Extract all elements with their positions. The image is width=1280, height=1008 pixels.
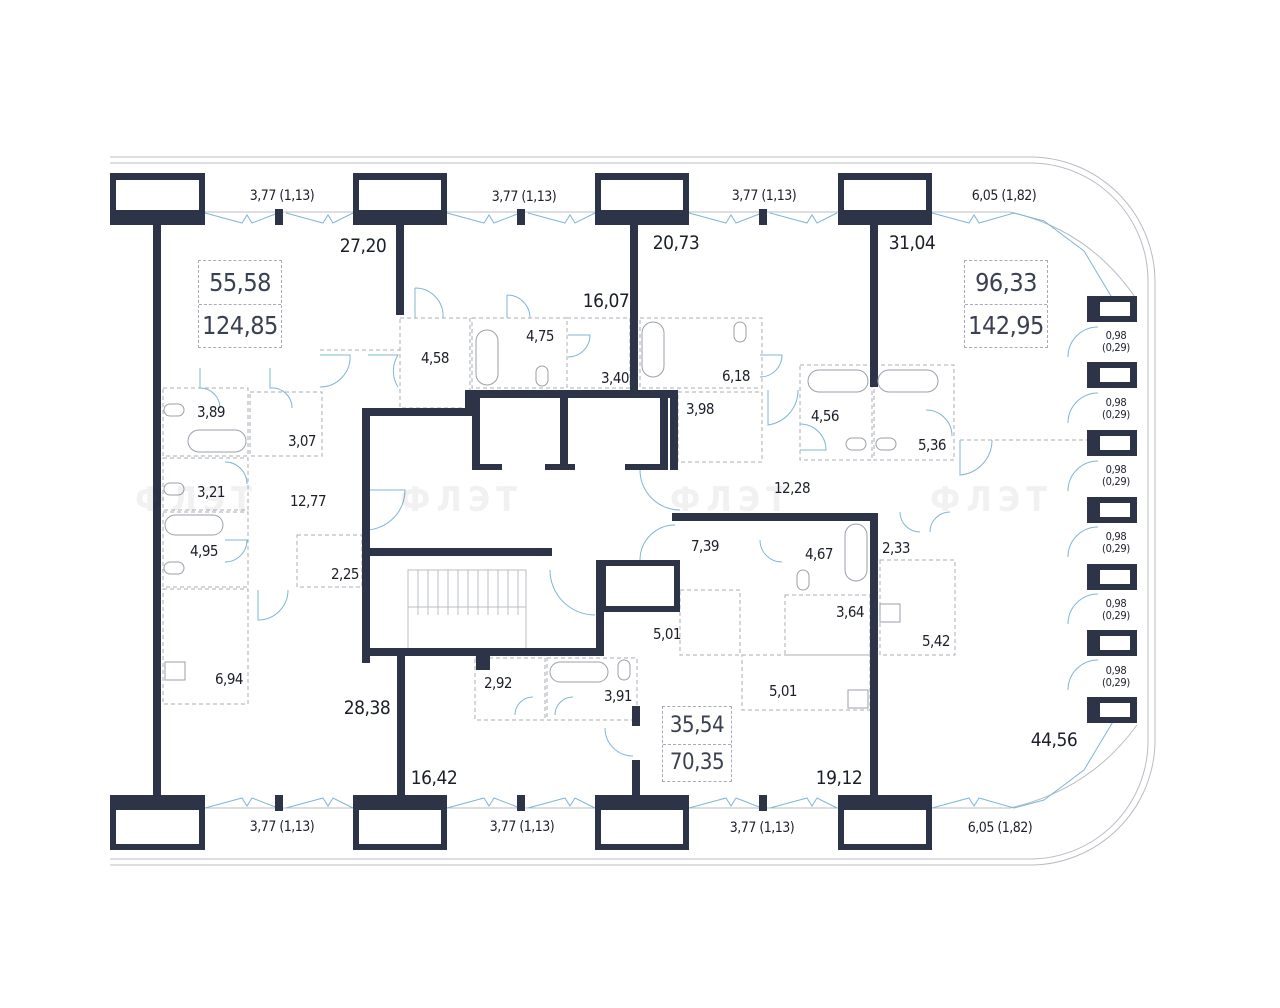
- stove-icon: [879, 603, 901, 623]
- staircase: [407, 569, 527, 651]
- apartment-summary[interactable]: 35,54 70,35: [662, 706, 732, 782]
- living-area: 35,54: [663, 707, 731, 745]
- bathtub-icon: [641, 321, 665, 378]
- toilet-icon: [163, 561, 185, 575]
- partitions: [162, 317, 1087, 721]
- room-area-living: 27,20: [339, 235, 387, 257]
- bathtub-icon: [807, 369, 869, 393]
- room-area: 4,75: [525, 327, 555, 345]
- room-area-living: 20,73: [652, 232, 700, 254]
- room-area-living: 44,56: [1030, 729, 1078, 751]
- side-balcony-area: 0,98(0,29): [1102, 396, 1130, 421]
- bathtub-icon: [844, 523, 868, 582]
- room-area-living: 31,04: [888, 232, 936, 254]
- room-area-living: 16,42: [410, 767, 458, 789]
- balcony-area: 6,05 (1,82): [971, 188, 1037, 204]
- toilet-icon: [733, 321, 747, 343]
- toilet-icon: [163, 482, 185, 496]
- living-area: 55,58: [199, 261, 281, 305]
- room-area: 5,01: [652, 625, 682, 643]
- room-area: 2,33: [881, 539, 911, 557]
- watermark-logo: ФЛЭТ: [930, 480, 1054, 520]
- room-area: 12,28: [773, 479, 811, 497]
- room-area: 4,95: [189, 542, 219, 560]
- total-area: 124,85: [202, 311, 278, 341]
- room-area: 3,21: [196, 483, 226, 501]
- windows: [204, 212, 1115, 809]
- balcony-area: 3,77 (1,13): [249, 188, 315, 204]
- apartment-summary[interactable]: 55,58 124,85: [198, 260, 282, 348]
- room-area: 4,67: [804, 545, 834, 563]
- side-balcony-area: 0,98(0,29): [1102, 530, 1130, 555]
- bathtub-icon: [549, 661, 609, 683]
- room-area: 3,89: [196, 403, 226, 421]
- toilet-icon: [535, 365, 549, 387]
- room-area: 3,64: [835, 603, 865, 621]
- room-area: 2,25: [330, 565, 360, 583]
- watermark-logo: ФЛЭТ: [400, 480, 524, 520]
- room-area: 2,92: [483, 674, 513, 692]
- side-balcony-area: 0,98(0,29): [1102, 463, 1130, 488]
- side-balcony-area: 0,98(0,29): [1102, 597, 1130, 622]
- balcony-area: 3,77 (1,13): [491, 189, 557, 205]
- balcony-area: 3,77 (1,13): [489, 819, 555, 835]
- toilet-icon: [875, 437, 897, 451]
- bathtub-icon: [187, 429, 247, 453]
- fixtures: [163, 321, 939, 709]
- room-area: 6,94: [214, 670, 244, 688]
- side-balcony-doors: [1067, 326, 1099, 691]
- stove-icon: [164, 661, 186, 681]
- room-area: 7,39: [690, 537, 720, 555]
- room-area: 12,77: [289, 492, 327, 510]
- side-balcony-area: 0,98(0,29): [1102, 664, 1130, 689]
- room-area-living: 28,38: [343, 697, 391, 719]
- room-area: 5,01: [768, 682, 798, 700]
- doors: [199, 287, 1099, 757]
- total-area: 142,95: [968, 311, 1044, 341]
- room-area: 4,58: [420, 349, 450, 367]
- watermark-logo: ФЛЭТ: [135, 480, 259, 520]
- toilet-icon: [845, 437, 867, 451]
- room-area: 3,91: [603, 687, 633, 705]
- room-area: 4,56: [810, 407, 840, 425]
- room-area-living: 16,07: [582, 290, 630, 312]
- side-piers: [1087, 296, 1137, 723]
- bathtub-icon: [877, 369, 939, 393]
- apartment-summary[interactable]: 96,33 142,95: [964, 260, 1048, 348]
- walls: [110, 173, 1137, 850]
- room-area: 3,40: [600, 369, 630, 387]
- balcony-area: 3,77 (1,13): [731, 188, 797, 204]
- bathtub-icon: [164, 514, 224, 536]
- room-area-living: 19,12: [815, 767, 863, 789]
- room-area: 3,98: [685, 400, 715, 418]
- watermark-logo: ФЛЭТ: [670, 480, 794, 520]
- toilet-icon: [163, 403, 185, 417]
- room-area: 3,07: [287, 432, 317, 450]
- stove-icon: [847, 689, 869, 709]
- total-area: 70,35: [669, 750, 725, 776]
- toilet-icon: [796, 569, 810, 591]
- side-balcony-area: 0,98(0,29): [1102, 329, 1130, 354]
- living-area: 96,33: [965, 261, 1047, 305]
- room-area: 6,18: [721, 367, 751, 385]
- room-area: 5,36: [917, 436, 947, 454]
- balcony-area: 3,77 (1,13): [249, 819, 315, 835]
- balcony-area: 3,77 (1,13): [729, 820, 795, 836]
- bathtub-icon: [475, 329, 499, 386]
- room-area: 5,42: [921, 632, 951, 650]
- toilet-icon: [617, 659, 631, 681]
- balcony-area: 6,05 (1,82): [967, 820, 1033, 836]
